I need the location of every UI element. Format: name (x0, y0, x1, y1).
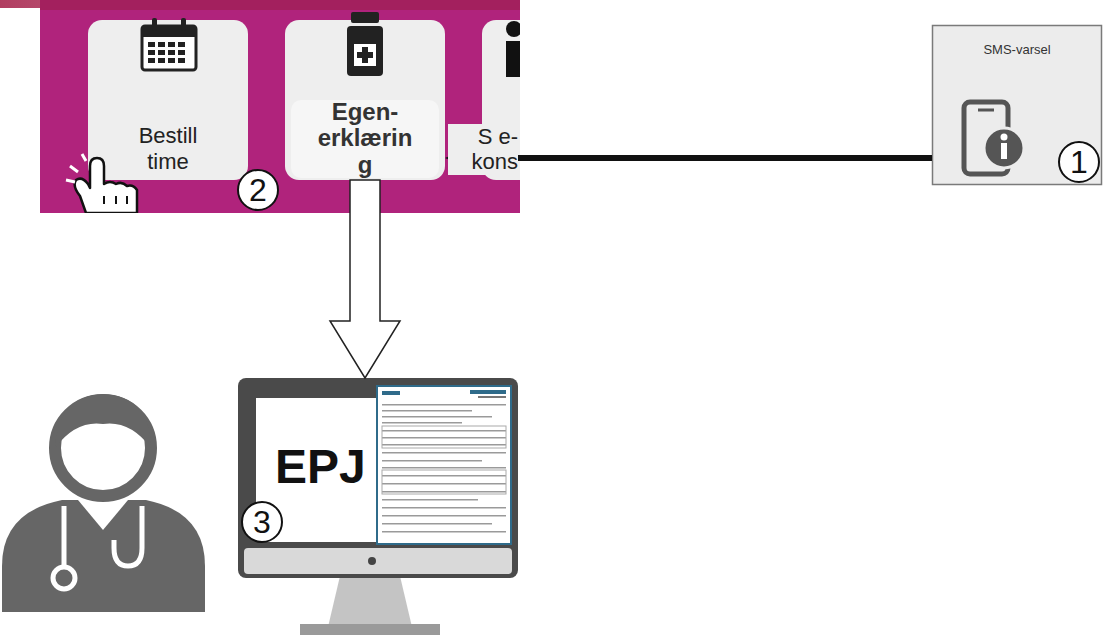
node-text: Bestill time (118, 123, 218, 174)
callout-circle: 3 (241, 501, 283, 543)
node-text: SMS-varsel (932, 42, 1102, 58)
app-tile: Egen- erklærin g (285, 20, 445, 180)
phone-icon (964, 102, 1024, 174)
form-document (377, 386, 511, 544)
bottle-icon (347, 12, 383, 76)
app-tile: S e-kons (482, 20, 520, 180)
app-tile (285, 20, 445, 180)
callout-circle: 1 (1058, 141, 1100, 183)
node-text: EPJ (275, 443, 366, 491)
callout-number: 1 (1070, 146, 1088, 178)
connector-arrow (445, 145, 932, 171)
doctor-icon (2, 394, 205, 612)
node-text: Egen- erklærin g (313, 99, 418, 178)
callout-circle: 2 (237, 169, 279, 211)
band-top (40, 0, 520, 10)
callout-number: 3 (253, 506, 271, 538)
callout-number: 2 (249, 174, 267, 206)
sms-panel (933, 26, 1102, 185)
arrow-line (473, 155, 932, 161)
hollow-arrow (330, 180, 400, 378)
epj-screen: EPJ (238, 378, 518, 578)
hand-cursor (66, 154, 137, 213)
app-tile (88, 20, 248, 180)
band-ground (40, 0, 520, 213)
connector-arrow (330, 180, 400, 378)
monitor (238, 378, 518, 635)
app-tile: Bestill time (88, 20, 248, 180)
info-icon (506, 21, 520, 77)
node-text: S e-kons (448, 124, 518, 175)
calendar-icon (142, 18, 196, 70)
